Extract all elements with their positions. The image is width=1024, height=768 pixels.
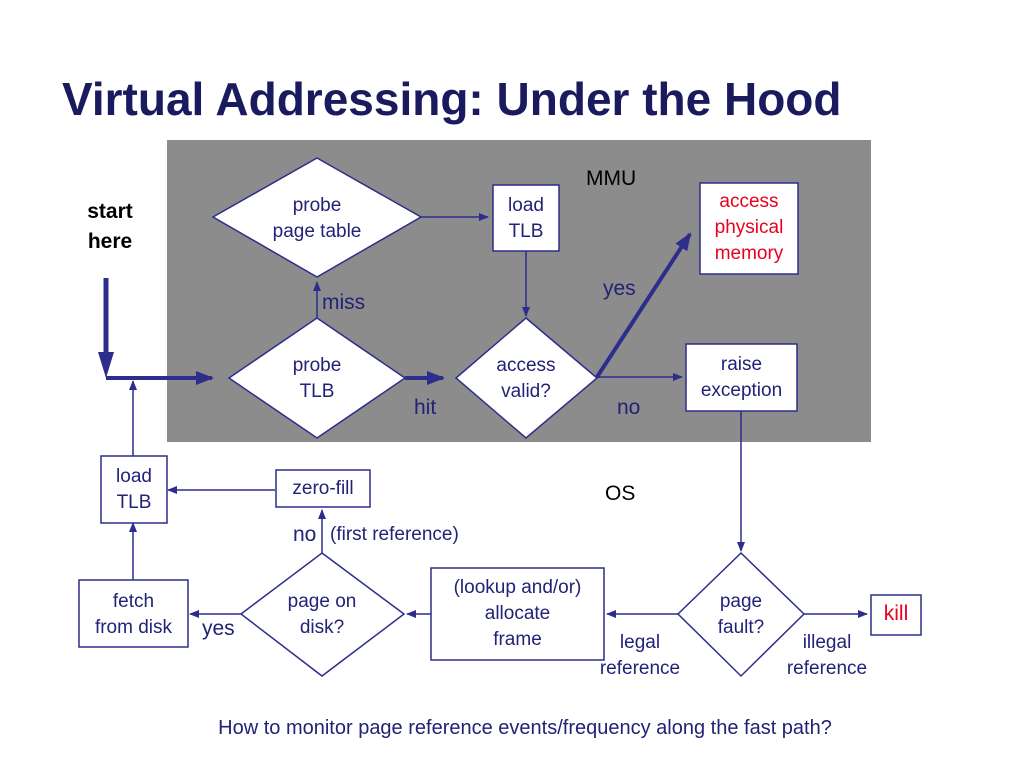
allocate-frame-box — [430, 567, 605, 661]
footer-question: How to monitor page reference events/fre… — [218, 717, 832, 739]
miss-label: miss — [322, 291, 366, 314]
probe-page-table-label: probe page table — [272, 195, 362, 242]
allocate-frame-label: (lookup and/or) allocate frame — [453, 577, 582, 650]
access-physical-label: access physical memory — [714, 191, 784, 264]
fetch-from-disk-box — [78, 579, 189, 648]
page-fault-label: page fault? — [717, 591, 765, 638]
no-top-label: no — [617, 396, 641, 419]
access-physical-box — [699, 182, 799, 275]
page-on-disk-label: page on disk? — [287, 591, 357, 638]
no-bottom-label: no — [293, 523, 317, 546]
mmu-label: MMU — [586, 167, 637, 190]
legal-reference-label: legal reference — [599, 632, 681, 679]
zero-fill-label: zero-fill — [292, 478, 354, 499]
os-label: OS — [605, 482, 636, 505]
probe-tlb-diamond — [227, 317, 407, 439]
yes-bottom-label: yes — [202, 617, 235, 640]
illegal-reference-label: illegal reference — [786, 632, 868, 679]
page-title: Virtual Addressing: Under the Hood — [62, 73, 842, 125]
raise-exception-box — [685, 343, 798, 412]
first-reference-label: (first reference) — [330, 524, 459, 545]
fetch-from-disk-label: fetch from disk — [94, 591, 173, 638]
access-valid-label: access valid? — [496, 355, 556, 402]
edge-yes-top — [595, 232, 692, 379]
load-tlb-left-box — [100, 455, 168, 524]
hit-label: hit — [414, 396, 437, 419]
page-fault-diamond — [676, 551, 806, 678]
kill-label: kill — [883, 602, 909, 625]
load-tlb-left-label: load TLB — [116, 466, 152, 513]
start-arrowhead — [98, 352, 114, 378]
access-valid-diamond — [454, 317, 599, 439]
kill-box — [870, 594, 922, 636]
zero-fill-box — [275, 469, 371, 508]
start-here-label: start here — [87, 200, 133, 253]
load-tlb-top-label: load TLB — [508, 195, 544, 242]
probe-tlb-label: probe TLB — [292, 355, 342, 402]
page-on-disk-diamond — [239, 552, 406, 677]
yes-top-label: yes — [603, 277, 636, 300]
load-tlb-top-box — [492, 184, 560, 252]
probe-page-table-diamond — [211, 157, 423, 278]
raise-exception-label: raise exception — [700, 354, 783, 401]
